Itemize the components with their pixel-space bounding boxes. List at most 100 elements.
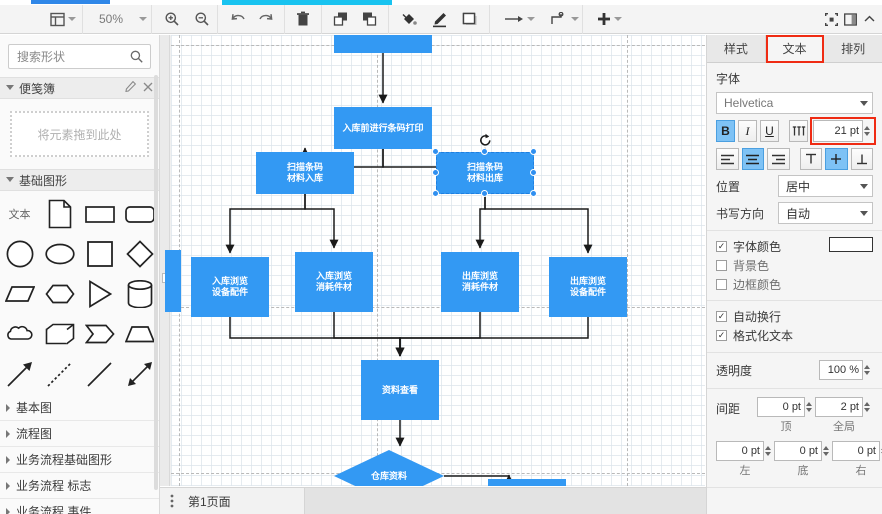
section-scratchpad-header[interactable]: 便笺簿 xyxy=(0,77,159,99)
valign-middle-button[interactable] xyxy=(825,148,848,170)
rectangle-shape[interactable] xyxy=(80,197,120,231)
node-out-device[interactable]: 出库浏览 设备配件 xyxy=(549,257,627,317)
spacing-bottom-stepper[interactable] xyxy=(823,446,832,456)
tab-text[interactable]: 文本 xyxy=(765,35,825,63)
double-arrow-shape[interactable] xyxy=(120,357,160,391)
node-left-partial[interactable] xyxy=(165,250,181,312)
font-size-stepper[interactable] xyxy=(864,126,873,136)
toggle-panel-button[interactable] xyxy=(841,5,860,34)
direction-select[interactable]: 自动 xyxy=(778,202,873,224)
kebab-icon[interactable] xyxy=(160,494,184,508)
word-wrap-row[interactable]: ✓ 自动换行 xyxy=(716,307,873,326)
node-scan-out[interactable]: 扫描条码 材料出库 xyxy=(436,152,534,194)
background-color-row[interactable]: 背景色 xyxy=(716,256,829,275)
close-icon[interactable] xyxy=(143,81,153,95)
opacity-input[interactable]: 100 % xyxy=(819,360,863,380)
resize-handle-se[interactable] xyxy=(530,190,537,197)
spacing-bottom-input[interactable]: 0 pt xyxy=(774,441,822,461)
spacing-global-input[interactable]: 2 pt xyxy=(815,397,863,417)
sidebar-scrollbar[interactable] xyxy=(154,75,158,490)
cube-shape[interactable] xyxy=(40,317,80,351)
redo-button[interactable] xyxy=(254,5,284,34)
rotate-handle[interactable] xyxy=(478,133,493,151)
opacity-stepper[interactable] xyxy=(864,365,873,375)
page-tab-label[interactable]: 第1页面 xyxy=(188,494,231,509)
cylinder-shape[interactable] xyxy=(120,277,160,311)
edit-icon[interactable] xyxy=(125,80,137,95)
align-left-button[interactable] xyxy=(716,148,739,170)
library-item-flowchart[interactable]: 流程图 xyxy=(0,421,159,447)
trapezoid-shape[interactable] xyxy=(120,317,160,351)
valign-bottom-button[interactable] xyxy=(850,148,873,170)
diagram-canvas[interactable]: 入库前进行条码打印 扫描条码 材料入库 扫描条码 材料出库 入库浏览 设备配件 … xyxy=(160,35,705,486)
position-select[interactable]: 居中 xyxy=(778,175,873,197)
rounded-rectangle-shape[interactable] xyxy=(120,197,160,231)
document-shape[interactable] xyxy=(40,197,80,231)
node-view-data[interactable]: 资料查看 xyxy=(361,360,439,420)
resize-handle-n[interactable] xyxy=(481,148,488,155)
connection-arrow-button[interactable] xyxy=(490,5,538,34)
bold-button[interactable]: B xyxy=(716,120,735,142)
arrow-line-shape[interactable] xyxy=(0,357,40,391)
library-item-bp-symbols[interactable]: 业务流程 标志 xyxy=(0,473,159,499)
parallelogram-shape[interactable] xyxy=(0,277,40,311)
line-color-button[interactable] xyxy=(424,5,455,34)
font-color-checkbox[interactable]: ✓ xyxy=(716,241,727,252)
fill-color-button[interactable] xyxy=(389,5,424,34)
background-color-checkbox[interactable] xyxy=(716,260,727,271)
node-scan-in[interactable]: 扫描条码 材料入库 xyxy=(256,152,354,194)
align-center-button[interactable] xyxy=(741,148,764,170)
node-in-device[interactable]: 入库浏览 设备配件 xyxy=(191,257,269,317)
font-family-select[interactable]: Helvetica xyxy=(716,92,873,114)
section-basic-shapes-header[interactable]: 基础图形 xyxy=(0,169,159,191)
node-print-barcode[interactable]: 入库前进行条码打印 xyxy=(334,107,432,149)
cloud-shape[interactable] xyxy=(0,317,40,351)
shadow-button[interactable] xyxy=(455,5,489,34)
zoom-in-button[interactable] xyxy=(152,5,187,34)
ellipse-shape[interactable] xyxy=(40,237,80,271)
to-front-button[interactable] xyxy=(322,5,355,34)
node-in-consumable[interactable]: 入库浏览 消耗件材 xyxy=(295,252,373,312)
triangle-shape[interactable] xyxy=(80,277,120,311)
square-shape[interactable] xyxy=(80,237,120,271)
resize-handle-ne[interactable] xyxy=(530,148,537,155)
zoom-out-button[interactable] xyxy=(187,5,217,34)
fullscreen-button[interactable] xyxy=(822,5,841,34)
underline-button[interactable]: U xyxy=(760,120,779,142)
collapse-button[interactable] xyxy=(860,5,882,34)
spacing-top-input[interactable]: 0 pt xyxy=(757,397,805,417)
node-other-ops[interactable]: 进行其他操作 xyxy=(488,479,566,486)
word-wrap-checkbox[interactable]: ✓ xyxy=(716,311,727,322)
node-warehouse-data[interactable]: 仓库资料 xyxy=(334,450,444,486)
undo-button[interactable] xyxy=(218,5,254,34)
border-color-checkbox[interactable] xyxy=(716,279,727,290)
spacing-global-stepper[interactable] xyxy=(864,402,873,412)
library-item-basic[interactable]: 基本图 xyxy=(0,395,159,421)
scratchpad-dropzone[interactable]: 将元素拖到此处 xyxy=(10,111,149,157)
text-shape[interactable]: 文本 xyxy=(8,209,31,221)
hexagon-shape[interactable] xyxy=(40,277,80,311)
formatted-text-checkbox[interactable]: ✓ xyxy=(716,330,727,341)
resize-handle-nw[interactable] xyxy=(432,148,439,155)
node-top-partial[interactable] xyxy=(334,35,432,53)
diagram-page[interactable]: 入库前进行条码打印 扫描条码 材料入库 扫描条码 材料出库 入库浏览 设备配件 … xyxy=(165,35,705,486)
chevron-shape[interactable] xyxy=(80,317,120,351)
font-size-input[interactable]: 21 pt xyxy=(813,120,863,142)
italic-button[interactable]: I xyxy=(738,120,757,142)
layout-button[interactable] xyxy=(44,5,82,34)
align-right-button[interactable] xyxy=(767,148,790,170)
dotted-arrow-shape[interactable] xyxy=(40,357,80,391)
resize-handle-e[interactable] xyxy=(530,169,537,176)
resize-handle-w[interactable] xyxy=(432,169,439,176)
search-box[interactable] xyxy=(8,44,151,69)
plain-line-shape[interactable] xyxy=(80,357,120,391)
resize-handle-s[interactable] xyxy=(481,190,488,197)
font-color-swatch[interactable] xyxy=(829,237,873,252)
border-color-row[interactable]: 边框颜色 xyxy=(716,275,829,294)
library-item-bp-basic[interactable]: 业务流程基础图形 xyxy=(0,447,159,473)
spacing-left-input[interactable]: 0 pt xyxy=(716,441,764,461)
diamond-shape[interactable] xyxy=(120,237,160,271)
node-out-consumable[interactable]: 出库浏览 消耗件材 xyxy=(441,252,519,312)
tab-arrange[interactable]: 排列 xyxy=(841,42,866,56)
zoom-level-select[interactable]: 50% xyxy=(83,5,151,34)
